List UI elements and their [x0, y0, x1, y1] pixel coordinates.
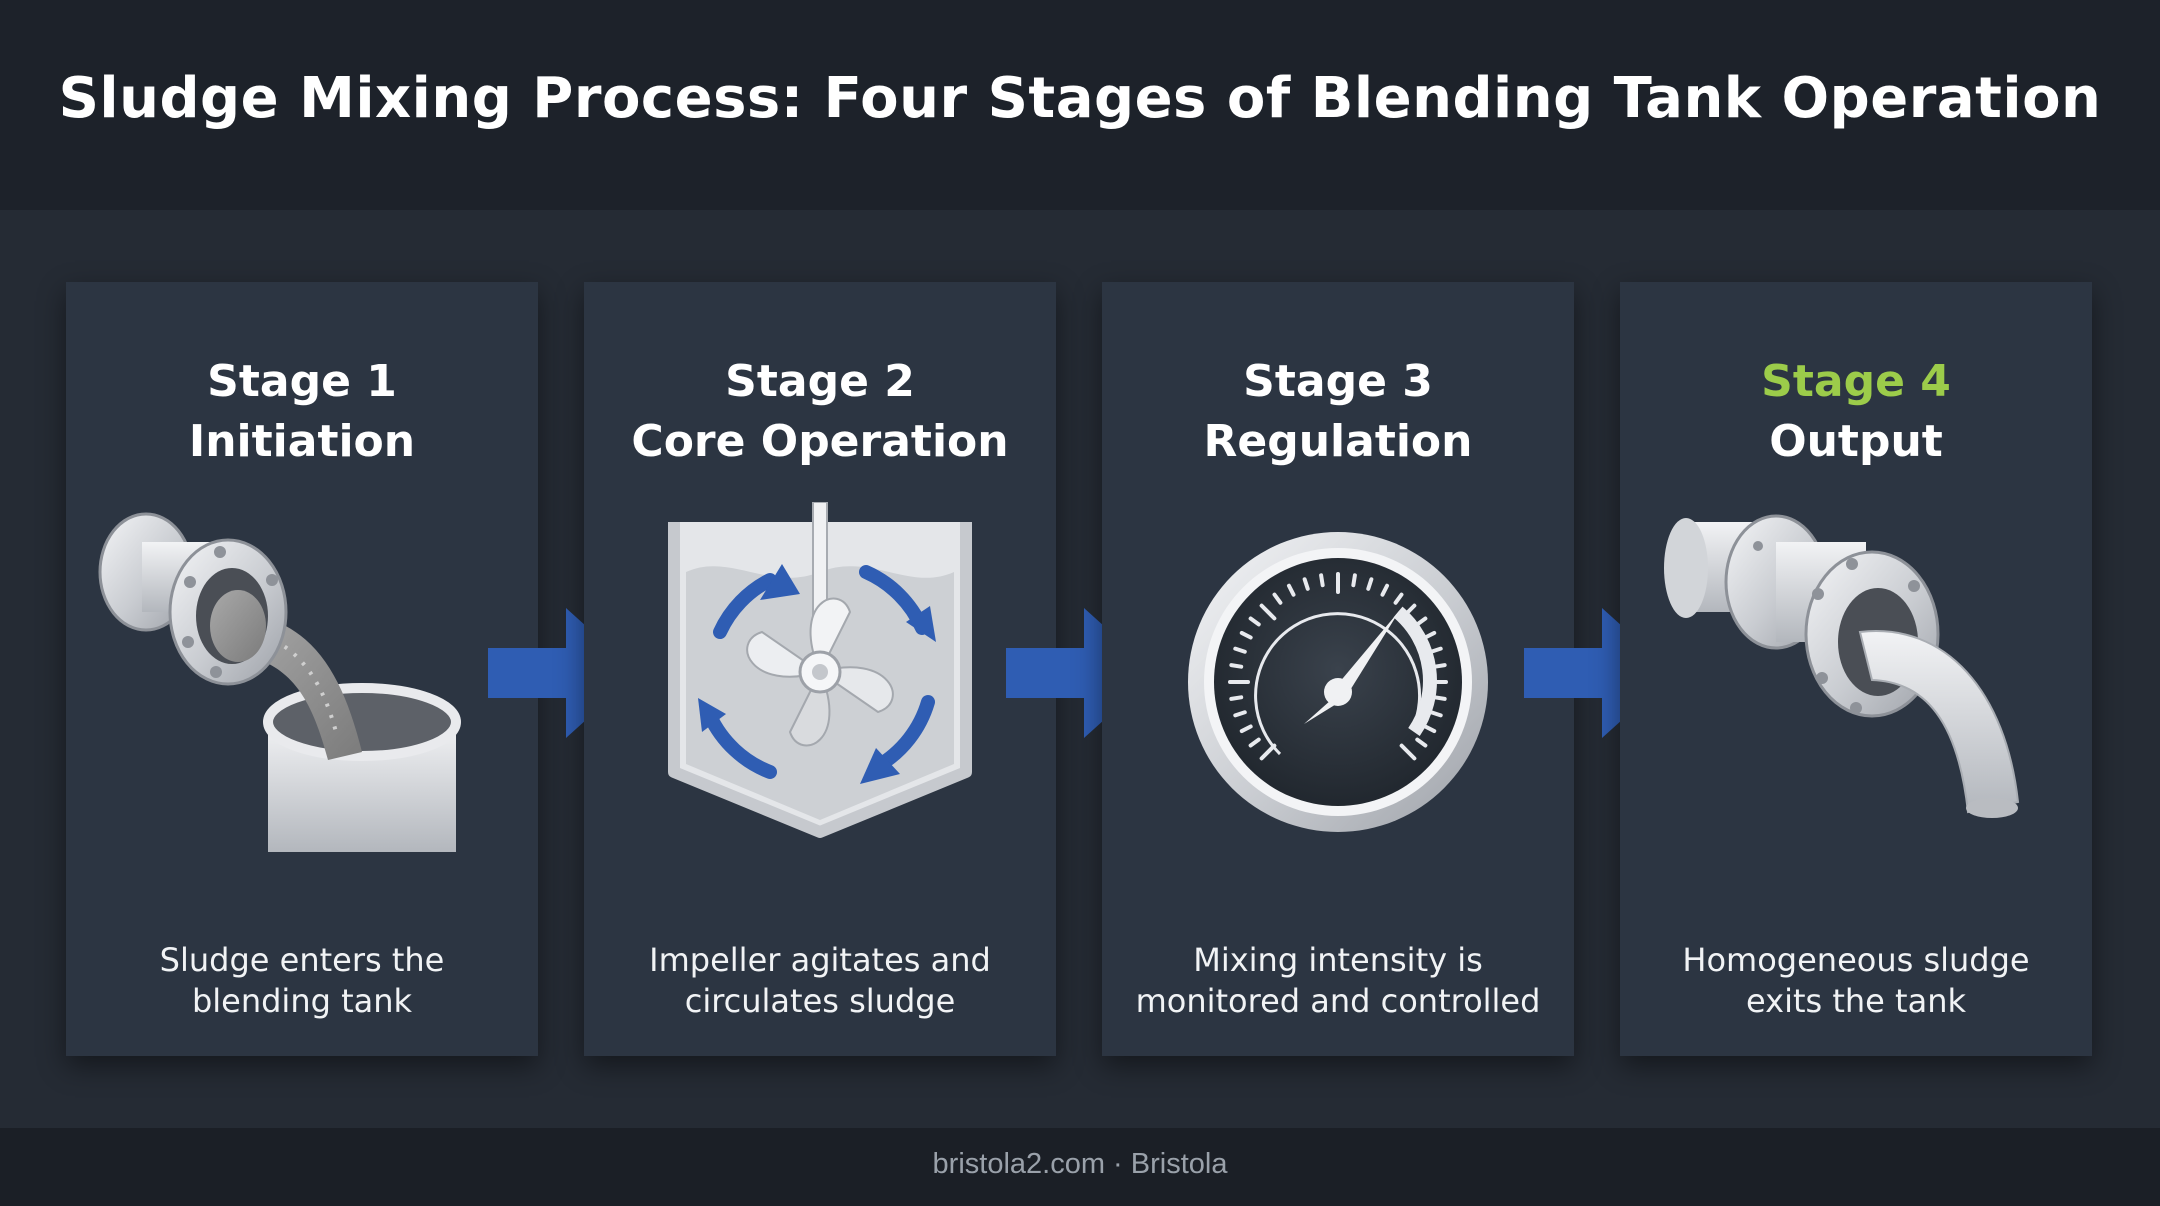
footer-credit: bristola2.com · Bristola [932, 1148, 1228, 1180]
description-line: Mixing intensity is [1193, 941, 1483, 979]
description-line: Impeller agitates and [649, 941, 991, 979]
gauge-tick [1380, 583, 1390, 597]
stage-number: Stage 1 [207, 356, 397, 407]
description-line: blending tank [191, 982, 413, 1020]
gauge-tick [1272, 592, 1283, 605]
gauge-tick [1415, 616, 1428, 627]
stage-card-1: Stage 1 Initiation Sludge enters the ble… [66, 282, 538, 1056]
stage-heading: Stage 2 Core Operation [584, 352, 1056, 472]
stage-name: Output [1769, 416, 1943, 467]
stage-number: Stage 2 [725, 356, 915, 407]
gauge-tick [1286, 583, 1296, 597]
gauge-tick [1229, 695, 1244, 701]
description-line: Homogeneous sludge [1682, 941, 2030, 979]
stage-heading: Stage 1 Initiation [66, 352, 538, 472]
description-line: circulates sludge [684, 982, 956, 1020]
stage-description: Homogeneous sludge exits the tank [1620, 940, 2092, 1022]
gauge-tick [1432, 663, 1447, 669]
stage-name: Core Operation [631, 416, 1009, 467]
gauge-tick [1429, 710, 1443, 718]
gauge-tick [1423, 724, 1437, 734]
outlet-pipe-discharge-icon [1664, 514, 2020, 818]
gauge-tick [1302, 577, 1310, 591]
stage-description: Impeller agitates and circulates sludge [584, 940, 1056, 1022]
gauge-tick [1248, 616, 1261, 627]
gauge-tick [1415, 737, 1428, 748]
description-line: exits the tank [1746, 982, 1966, 1020]
stage-description: Sludge enters the blending tank [66, 940, 538, 1022]
gauge-tick [1239, 724, 1253, 734]
tank-impeller-circulation-icon [668, 502, 972, 838]
gauge-tick [1423, 630, 1437, 640]
pipe-pouring-into-tank-icon [98, 512, 461, 852]
gauge-tick [1239, 630, 1253, 640]
description-line: monitored and controlled [1135, 982, 1541, 1020]
stage-card-4: Stage 4 Output Homogeneous sludge exits … [1620, 282, 2092, 1056]
page-title: Sludge Mixing Process: Four Stages of Bl… [58, 66, 2102, 131]
stage-description: Mixing intensity is monitored and contro… [1102, 940, 1574, 1022]
gauge-tick [1248, 737, 1261, 748]
gauge-tick [1319, 573, 1325, 588]
footer: bristola2.com · Bristola [0, 1128, 2160, 1206]
gauge-tick [1429, 646, 1443, 654]
description-line: Sludge enters the [159, 941, 445, 979]
stage-heading: Stage 3 Regulation [1102, 352, 1574, 472]
stage-number: Stage 4 [1761, 356, 1951, 407]
stage-card-2: Stage 2 Core Operation [584, 282, 1056, 1056]
gauge-tick [1432, 695, 1447, 701]
stage-name: Regulation [1203, 416, 1473, 467]
gauge-dial-icon [1188, 532, 1488, 832]
gauge-tick [1366, 577, 1374, 591]
stage-heading: Stage 4 Output [1620, 352, 2092, 472]
gauge-tick [1233, 646, 1247, 654]
gauge-tick [1259, 603, 1277, 621]
gauge-tick [1399, 743, 1417, 761]
gauge-tick [1259, 743, 1277, 761]
gauge-tick [1229, 663, 1244, 669]
stage-card-3: Stage 3 Regulation Mixing intensity is m… [1102, 282, 1574, 1056]
gauge-tick [1393, 592, 1404, 605]
stage-number: Stage 3 [1243, 356, 1433, 407]
gauge-tick [1351, 573, 1357, 588]
gauge-tick [1233, 710, 1247, 718]
stage-name: Initiation [188, 416, 416, 467]
